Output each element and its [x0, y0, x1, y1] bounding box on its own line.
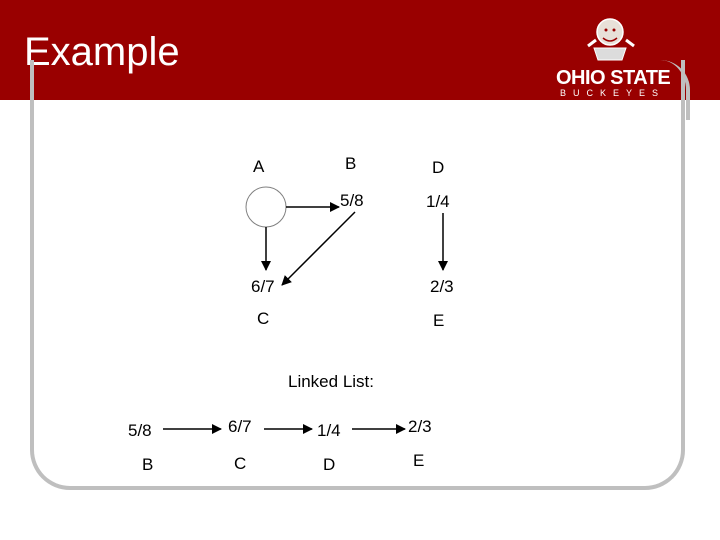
node-d-value: 1/4: [426, 192, 450, 211]
linked-list-heading: Linked List:: [288, 372, 374, 391]
list-item-3-value: 1/4: [317, 421, 341, 440]
node-b-value: 5/8: [340, 191, 364, 210]
slide-frame: [30, 60, 685, 490]
list-item-4-label: E: [413, 451, 425, 470]
node-c-value: 6/7: [251, 277, 275, 296]
logo-main-text: OHIO STATE: [556, 67, 670, 89]
node-e-value: 2/3: [430, 277, 454, 296]
ohio-state-logo: OHIO STATE BUCKEYES: [556, 18, 671, 98]
node-b-label: B: [345, 154, 357, 173]
edge-b-to-c: [281, 211, 356, 286]
node-a-circle: [245, 186, 287, 228]
list-item-3-label: D: [323, 455, 336, 474]
list-item-2-label: C: [234, 454, 247, 473]
logo-sub-text: BUCKEYES: [560, 88, 665, 98]
node-a-label: A: [253, 157, 265, 176]
list-item-1-value: 5/8: [128, 421, 152, 440]
mascot-icon: [587, 18, 635, 61]
node-c-label: C: [257, 309, 270, 328]
list-item-4-value: 2/3: [408, 417, 432, 436]
node-d-label: D: [432, 158, 445, 177]
slide-frame-corner: [660, 60, 690, 120]
list-item-2-value: 6/7: [228, 417, 252, 436]
list-item-1-label: B: [142, 455, 154, 474]
node-e-label: E: [433, 311, 445, 330]
